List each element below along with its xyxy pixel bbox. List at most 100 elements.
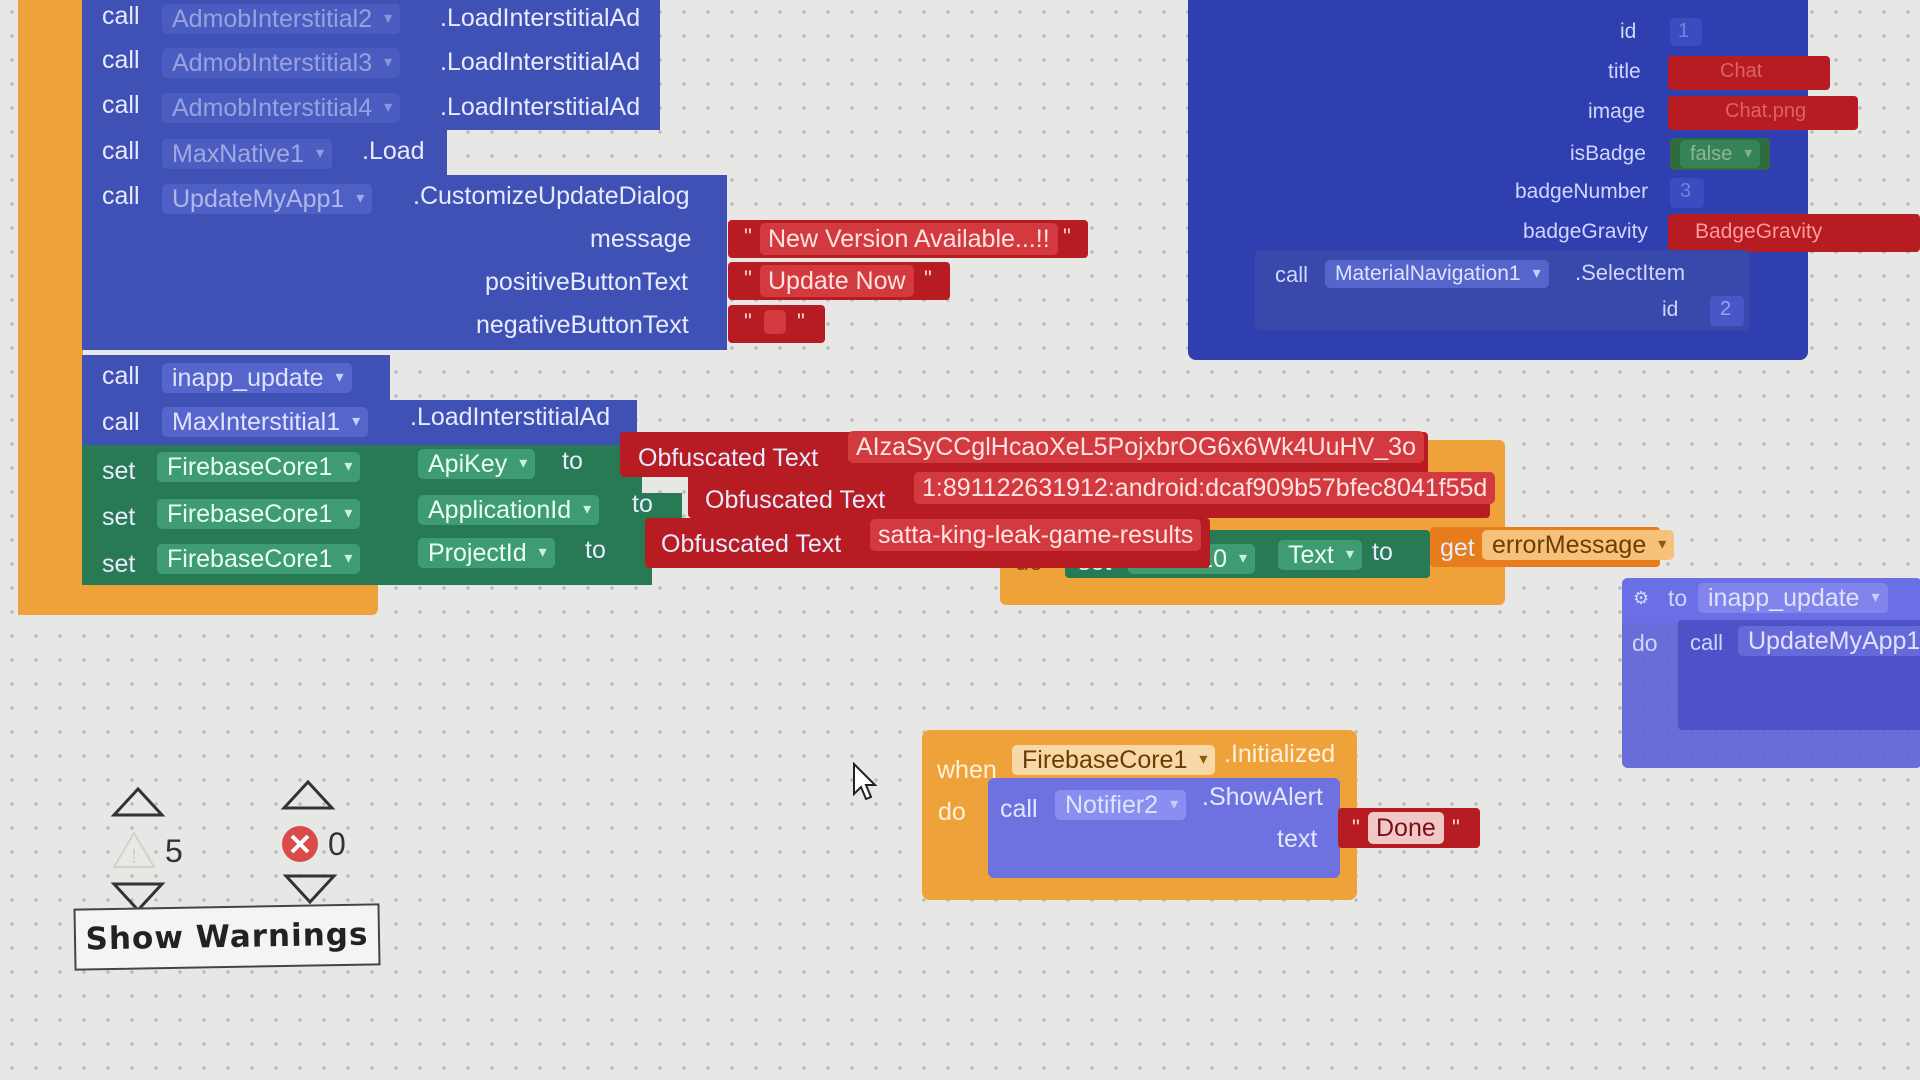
call-keyword: call bbox=[102, 137, 140, 165]
component-dropdown[interactable]: FirebaseCore1 bbox=[157, 452, 361, 482]
property-dropdown[interactable]: ProjectId bbox=[418, 538, 555, 568]
quote-close: " bbox=[797, 309, 805, 334]
property-dropdown[interactable]: ApiKey bbox=[418, 449, 536, 479]
warning-next-arrow-icon[interactable] bbox=[110, 880, 166, 919]
id-value: 1 bbox=[1678, 20, 1690, 42]
component-dropdown[interactable]: MaxNative1 bbox=[162, 139, 332, 169]
param-label-text: text bbox=[1277, 825, 1318, 853]
quote-open: " bbox=[744, 224, 752, 249]
to-keyword: to bbox=[1668, 585, 1688, 611]
event-block-bottom bbox=[18, 585, 378, 615]
mouse-cursor-icon bbox=[852, 761, 878, 807]
image-value: Chat.png bbox=[1725, 100, 1807, 122]
param-label-isbadge: isBadge bbox=[1570, 142, 1646, 165]
error-count: 0 bbox=[328, 826, 346, 862]
event-name: .Initialized bbox=[1224, 740, 1336, 768]
set-keyword: set bbox=[102, 457, 136, 485]
warning-triangle-icon: ! bbox=[112, 830, 156, 875]
id-number-block[interactable] bbox=[1670, 18, 1702, 46]
boolean-dropdown[interactable]: false bbox=[1680, 140, 1761, 168]
component-dropdown[interactable]: AdmobInterstitial4 bbox=[162, 93, 401, 123]
id-number-block[interactable] bbox=[1710, 296, 1744, 326]
component-dropdown[interactable]: FirebaseCore1 bbox=[1012, 745, 1216, 775]
obfuscated-label: Obfuscated Text bbox=[705, 486, 886, 514]
to-keyword: to bbox=[562, 447, 583, 475]
param-label-id: id bbox=[1620, 20, 1637, 43]
quote-close: " bbox=[924, 266, 932, 291]
param-label-positive: positiveButtonText bbox=[485, 268, 688, 296]
badge-number-block[interactable] bbox=[1670, 178, 1704, 208]
id-value: 2 bbox=[1720, 298, 1732, 320]
when-keyword: when bbox=[937, 756, 997, 784]
text-literal[interactable]: New Version Available...!! bbox=[760, 223, 1058, 255]
call-keyword: call bbox=[1275, 262, 1309, 287]
set-keyword: set bbox=[102, 503, 136, 531]
call-keyword: call bbox=[102, 2, 140, 30]
quote-open: " bbox=[1352, 815, 1360, 840]
call-keyword: call bbox=[102, 182, 140, 210]
component-dropdown[interactable]: AdmobInterstitial2 bbox=[162, 4, 401, 34]
obfuscated-label: Obfuscated Text bbox=[661, 530, 842, 558]
property-dropdown[interactable]: ApplicationId bbox=[418, 495, 600, 525]
badge-gravity-value: BadgeGravity bbox=[1695, 220, 1823, 243]
param-label-badgenumber: badgeNumber bbox=[1515, 180, 1649, 203]
call-keyword: call bbox=[102, 91, 140, 119]
param-label-negative: negativeButtonText bbox=[476, 311, 689, 339]
quote-open: " bbox=[744, 266, 752, 291]
show-warnings-button[interactable]: Show Warnings bbox=[73, 903, 381, 971]
component-dropdown[interactable]: MaxInterstitial1 bbox=[162, 407, 369, 437]
component-dropdown[interactable]: MaterialNavigation1 bbox=[1325, 260, 1549, 288]
variable-dropdown[interactable]: errorMessage bbox=[1482, 530, 1675, 560]
obfuscated-value[interactable]: satta-king-leak-game-results bbox=[870, 519, 1202, 551]
do-keyword: do bbox=[938, 798, 966, 826]
obfuscated-value[interactable]: 1:891122631912:android:dcaf909b57bfec804… bbox=[914, 472, 1496, 504]
obfuscated-label: Obfuscated Text bbox=[638, 444, 819, 472]
svg-text:!: ! bbox=[131, 846, 137, 868]
warning-prev-arrow-icon[interactable] bbox=[110, 785, 166, 824]
method-name: .LoadInterstitialAd bbox=[440, 48, 641, 76]
empty-text-literal[interactable] bbox=[764, 310, 786, 334]
method-name: .LoadInterstitialAd bbox=[440, 4, 641, 32]
image-text-block[interactable] bbox=[1668, 96, 1858, 130]
component-dropdown[interactable]: UpdateMyApp1 bbox=[162, 184, 373, 214]
obfuscated-value[interactable]: AIzaSyCCglHcaoXeL5PojxbrOG6x6Wk4UuHV_3o bbox=[848, 431, 1424, 463]
component-dropdown[interactable]: Notifier2 bbox=[1055, 790, 1187, 820]
method-name: .SelectItem bbox=[1575, 260, 1686, 285]
call-keyword: call bbox=[102, 362, 140, 390]
call-keyword: call bbox=[102, 408, 140, 436]
component-dropdown[interactable]: UpdateMyApp1 bbox=[1738, 626, 1920, 656]
property-dropdown[interactable]: Text bbox=[1278, 540, 1362, 570]
warning-count: 5 bbox=[165, 833, 183, 869]
event-block-outer[interactable] bbox=[18, 0, 83, 615]
text-literal[interactable]: Update Now bbox=[760, 265, 914, 297]
error-next-arrow-icon[interactable] bbox=[282, 872, 338, 911]
method-name: .LoadInterstitialAd bbox=[410, 403, 611, 431]
error-prev-arrow-icon[interactable] bbox=[280, 778, 336, 817]
component-dropdown[interactable]: FirebaseCore1 bbox=[157, 499, 361, 529]
text-literal[interactable]: Done bbox=[1368, 812, 1444, 844]
procedure-name-field[interactable]: inapp_update bbox=[1698, 583, 1888, 613]
quote-close: " bbox=[1063, 224, 1071, 249]
to-keyword: to bbox=[1372, 538, 1393, 566]
component-dropdown[interactable]: AdmobInterstitial3 bbox=[162, 48, 401, 78]
quote-open: " bbox=[744, 309, 752, 334]
error-circle-icon bbox=[280, 824, 320, 869]
method-name: .ShowAlert bbox=[1202, 783, 1323, 811]
param-label-title: title bbox=[1608, 60, 1641, 83]
call-keyword: call bbox=[1000, 795, 1038, 823]
call-keyword: call bbox=[1690, 630, 1724, 655]
call-keyword: call bbox=[102, 46, 140, 74]
param-label-image: image bbox=[1588, 100, 1646, 123]
title-text-block[interactable] bbox=[1668, 56, 1830, 90]
param-label-badgegravity: badgeGravity bbox=[1523, 220, 1648, 243]
to-keyword: to bbox=[585, 536, 606, 564]
badge-gravity-block[interactable] bbox=[1668, 214, 1920, 252]
badge-number-value: 3 bbox=[1680, 180, 1692, 202]
param-label-message: message bbox=[590, 225, 692, 253]
gear-icon[interactable]: ⚙ bbox=[1633, 588, 1650, 608]
procedure-dropdown[interactable]: inapp_update bbox=[162, 363, 352, 393]
to-keyword: to bbox=[632, 490, 653, 518]
component-dropdown[interactable]: FirebaseCore1 bbox=[157, 544, 361, 574]
param-label-id: id bbox=[1662, 298, 1679, 321]
quote-close: " bbox=[1452, 815, 1460, 840]
